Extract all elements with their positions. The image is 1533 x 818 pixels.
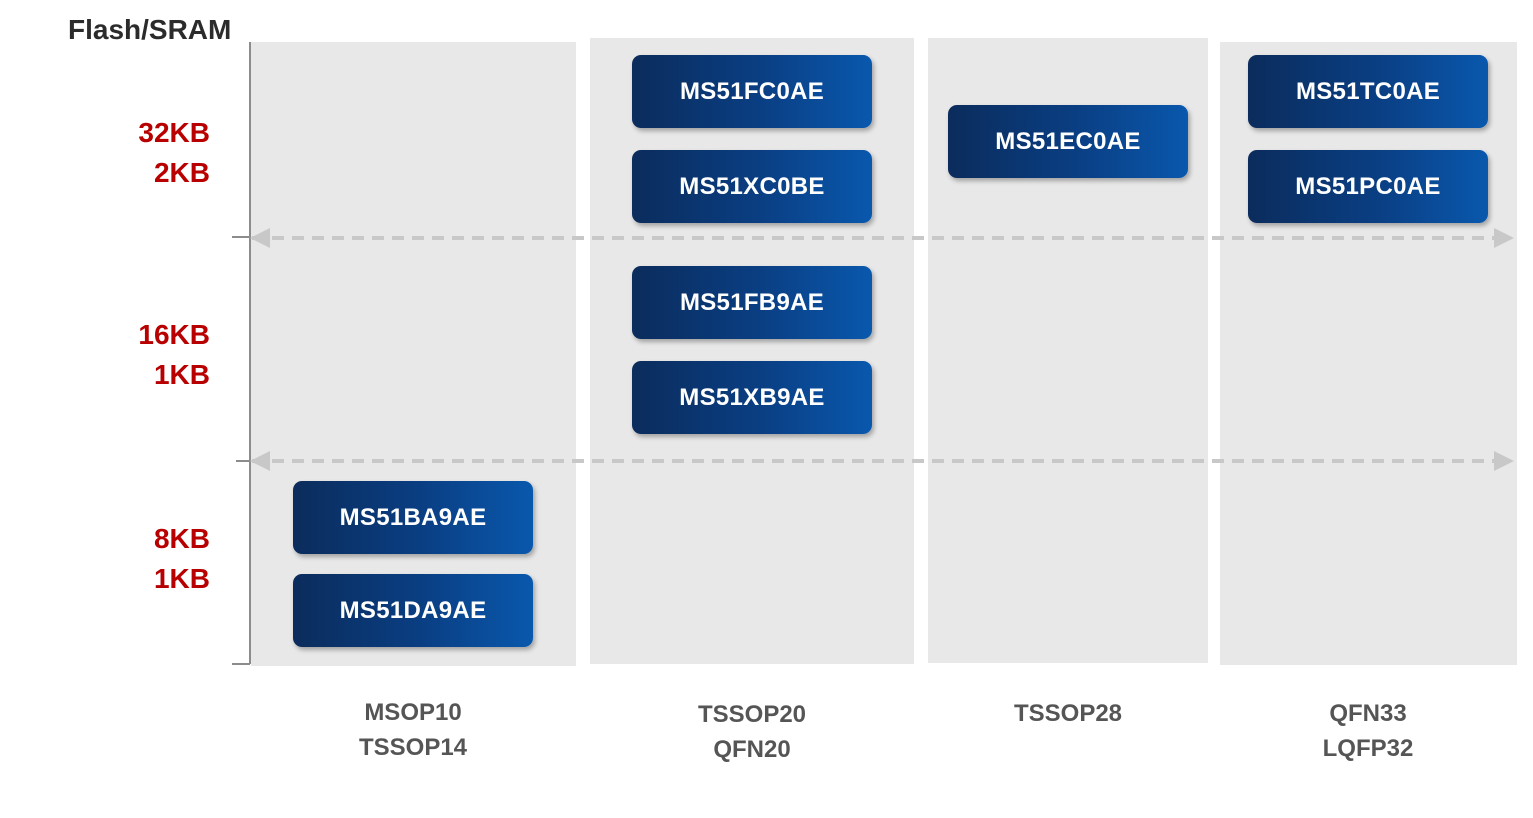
- sram-size: 2KB: [153, 157, 210, 188]
- package-name: LQFP32: [1322, 735, 1414, 762]
- flash-size: 16KB: [138, 319, 210, 350]
- part-ms51ba9ae[interactable]: MS51BA9AE: [293, 481, 533, 554]
- part-ms51xb9ae[interactable]: MS51XB9AE: [632, 361, 872, 434]
- package-name: QFN20: [713, 736, 791, 763]
- package-label-tssop20-qfn20: TSSOP20 QFN20: [592, 697, 912, 767]
- package-name: MSOP10: [364, 699, 462, 726]
- part-ms51fb9ae[interactable]: MS51FB9AE: [632, 266, 872, 339]
- flash-size: 32KB: [138, 117, 210, 148]
- part-ms51xc0be[interactable]: MS51XC0BE: [632, 150, 872, 223]
- sram-size: 1KB: [153, 359, 210, 390]
- package-name: TSSOP14: [358, 734, 468, 761]
- package-label-msop10-tssop14: MSOP10 TSSOP14: [253, 695, 573, 765]
- column-qfn33-lqfp32: [1220, 42, 1517, 665]
- package-label-tssop28: TSSOP28: [908, 696, 1228, 731]
- part-ms51pc0ae[interactable]: MS51PC0AE: [1248, 150, 1488, 223]
- axis-tick: [232, 663, 250, 665]
- package-label-qfn33-lqfp32: QFN33 LQFP32: [1208, 696, 1528, 766]
- part-ms51fc0ae[interactable]: MS51FC0AE: [632, 55, 872, 128]
- package-name: TSSOP20: [697, 701, 807, 728]
- package-name: QFN33: [1329, 700, 1407, 727]
- column-tssop20-qfn20: [590, 38, 914, 664]
- tier-label-32kb: 32KB 2KB: [100, 113, 210, 193]
- package-name: TSSOP28: [1013, 700, 1123, 727]
- sram-size: 1KB: [153, 563, 210, 594]
- part-ms51da9ae[interactable]: MS51DA9AE: [293, 574, 533, 647]
- part-ms51tc0ae[interactable]: MS51TC0AE: [1248, 55, 1488, 128]
- axis-tick: [236, 460, 250, 462]
- axis-tick: [232, 236, 250, 238]
- flash-size: 8KB: [153, 523, 210, 554]
- axis-title: Flash/SRAM: [68, 14, 232, 45]
- tier-label-8kb: 8KB 1KB: [100, 519, 210, 599]
- vertical-axis: [249, 42, 251, 664]
- part-ms51ec0ae[interactable]: MS51EC0AE: [948, 105, 1188, 178]
- column-msop10-tssop14: [251, 42, 576, 666]
- tier-label-16kb: 16KB 1KB: [100, 315, 210, 395]
